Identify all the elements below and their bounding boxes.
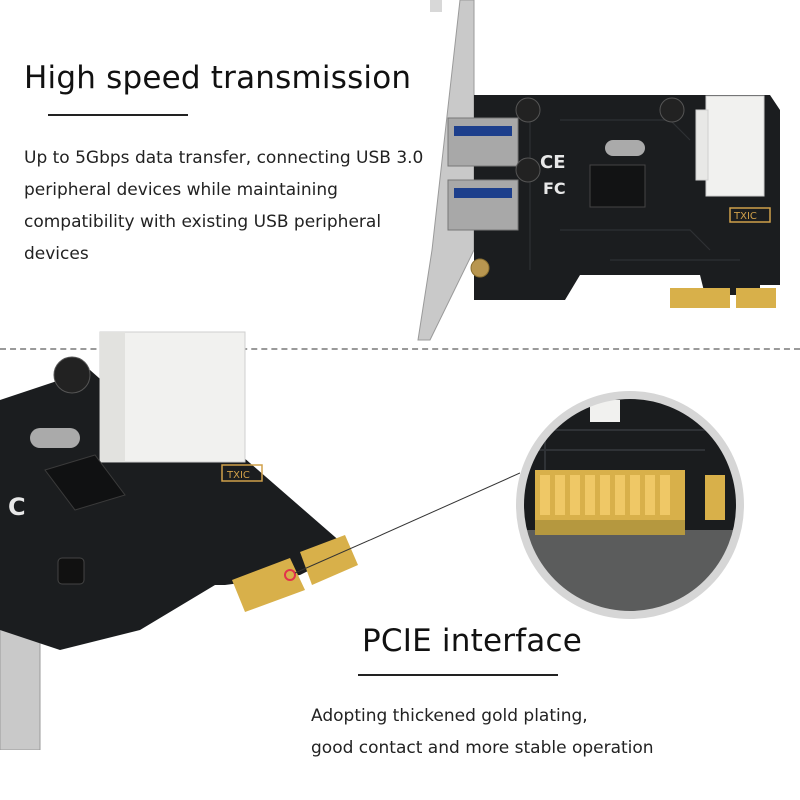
power-connector <box>705 95 765 197</box>
magnifier-zoom <box>516 391 744 619</box>
fc-mark: FC <box>543 179 566 198</box>
pointer-line <box>370 472 520 541</box>
gold-fingers-zoomed <box>535 470 725 520</box>
metal-bracket <box>417 0 475 341</box>
section-divider <box>0 348 800 350</box>
bottom-description-line: Adopting thickened gold plating, <box>311 706 588 726</box>
bottom-section-description: Adopting thickened gold plating, good co… <box>311 700 791 764</box>
top-product-image: CE FC TXIC <box>417 0 780 341</box>
top-title-underline <box>48 114 188 116</box>
top-section-title: High speed transmission <box>24 60 412 96</box>
bottom-description-line: good contact and more stable operation <box>311 738 654 758</box>
usb-ports <box>447 117 519 231</box>
power-connector-large <box>99 331 246 463</box>
bottom-product-image: C TXIC <box>0 331 370 750</box>
ce-mark: CE <box>540 152 566 173</box>
svg-text:C: C <box>8 493 26 521</box>
bottom-section-title: PCIE interface <box>362 623 582 659</box>
gold-fingers <box>670 288 776 308</box>
bottom-title-underline <box>358 674 558 676</box>
top-description-line: peripheral devices while maintaining <box>24 180 338 200</box>
top-description-line: Up to 5Gbps data transfer, connecting US… <box>24 148 424 168</box>
top-section-description: Up to 5Gbps data transfer, connecting US… <box>24 142 424 270</box>
top-description-line: devices <box>24 244 89 264</box>
top-description-line: compatibility with existing USB peripher… <box>24 212 382 232</box>
svg-text:TXIC: TXIC <box>226 470 250 481</box>
highlight-ring <box>284 569 296 581</box>
brand-mark: TXIC <box>733 211 757 222</box>
